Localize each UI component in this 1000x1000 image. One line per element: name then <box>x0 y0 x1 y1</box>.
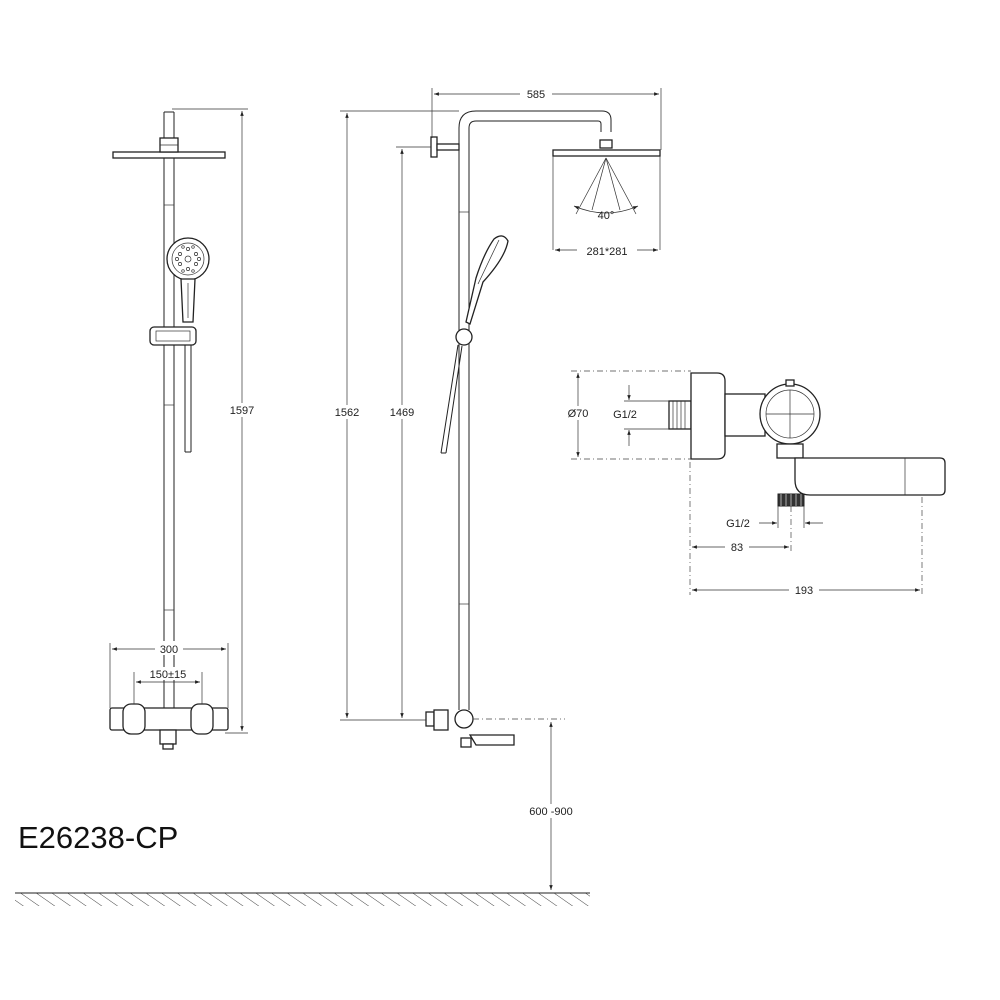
dim-width-mixer: 300 <box>109 641 229 708</box>
spray-angle-label: 40° <box>598 210 615 222</box>
front-riser-pipe <box>163 111 175 635</box>
mixer-detail: Ø70 G1/2 G1/2 83 <box>563 370 946 597</box>
dim-outlet-thread-label: G1/2 <box>726 518 750 530</box>
dim-eccentric-diameter-label: Ø70 <box>568 408 589 420</box>
dim-height-arm-label: 1469 <box>390 407 414 419</box>
dim-outlet-distance: 83 <box>692 540 789 554</box>
dim-inlet-spacing-label: 150±15 <box>150 669 187 681</box>
head-size-label: 281*281 <box>587 246 628 258</box>
side-riser-pipe <box>458 110 612 710</box>
dim-inlet-thread: G1/2 <box>613 385 669 446</box>
front-shower-head <box>112 137 226 159</box>
dim-height-arm: 1469 <box>385 146 431 718</box>
dim-mount-height-label: 600 -900 <box>529 806 572 818</box>
side-wall-bracket-upper <box>430 136 460 158</box>
dim-spout-projection-label: 193 <box>795 585 813 597</box>
model-number: E26238-CP <box>18 820 178 855</box>
dim-mount-height: 600 -900 <box>520 722 582 890</box>
dim-height-overall-label: 1562 <box>335 407 359 419</box>
dim-inlet-thread-label: G1/2 <box>613 409 637 421</box>
side-mixer <box>425 709 565 748</box>
dim-arm-length-label: 585 <box>527 89 545 101</box>
side-overhead-head: 40° 281*281 <box>552 139 661 258</box>
front-hand-shower <box>166 237 210 323</box>
dim-width-mixer-label: 300 <box>160 644 178 656</box>
side-hand-shower <box>440 235 509 454</box>
detail-spout <box>777 457 946 507</box>
dim-spout-projection: 193 <box>692 583 920 597</box>
dim-height-total: 1597 <box>172 108 259 731</box>
side-view: 40° 281*281 585 <box>330 87 662 890</box>
dim-height-overall: 1562 <box>330 110 459 721</box>
dim-outlet-thread: G1/2 <box>726 506 823 530</box>
dim-inlet-spacing: 150±15 <box>133 667 203 704</box>
detail-mixer-body <box>724 379 821 459</box>
dim-eccentric-diameter: Ø70 <box>563 370 691 460</box>
dim-height-total-label: 1597 <box>230 405 254 417</box>
dim-outlet-distance-label: 83 <box>731 542 743 554</box>
front-view: 1597 300 150±15 <box>109 108 259 750</box>
floor-line <box>15 892 590 906</box>
front-slider-bracket <box>149 326 197 346</box>
front-mixer <box>109 635 248 750</box>
detail-eccentric <box>668 372 726 460</box>
front-hose <box>184 345 192 453</box>
dim-arm-length: 585 <box>431 87 662 150</box>
